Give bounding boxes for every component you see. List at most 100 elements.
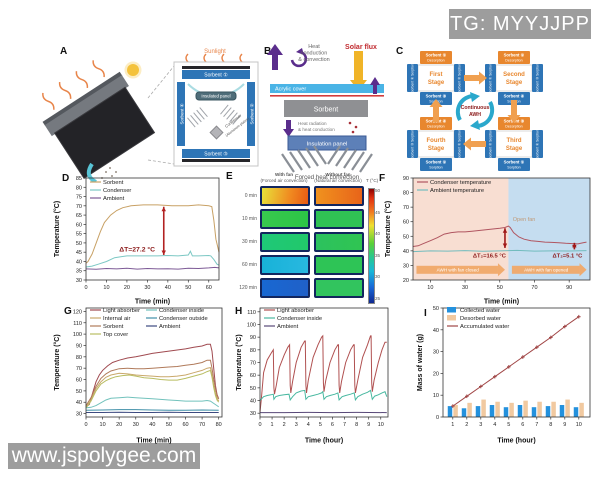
svg-text:50: 50 — [185, 285, 191, 291]
svg-text:70: 70 — [199, 422, 205, 428]
zoom-connector-lines — [147, 65, 175, 165]
svg-text:100: 100 — [247, 322, 256, 328]
series-accumulated-water — [452, 316, 580, 407]
svg-text:Sorbent ④ Sorption: Sorbent ④ Sorption — [536, 129, 540, 159]
svg-text:70: 70 — [76, 204, 82, 210]
svg-text:Stage: Stage — [428, 80, 445, 86]
svg-text:Mass of water (g): Mass of water (g) — [417, 334, 424, 391]
thermal-image-with-fan — [260, 209, 310, 229]
svg-text:Second: Second — [503, 72, 525, 78]
bars-desorbed-water — [453, 399, 584, 417]
svg-text:70: 70 — [531, 285, 537, 291]
svg-text:10: 10 — [433, 393, 439, 399]
background-region — [508, 178, 590, 280]
watermark-website: www.jspolygee.com — [8, 443, 200, 469]
annotation: ΔT=27.2 °C — [119, 245, 155, 253]
svg-text:90: 90 — [566, 285, 572, 291]
svg-text:Condenser temperature: Condenser temperature — [430, 180, 491, 186]
moist-air-arrow-icon — [86, 162, 97, 184]
svg-text:2: 2 — [465, 422, 468, 428]
watermark-telegram: TG: MYYJJPP — [449, 9, 591, 39]
svg-text:50: 50 — [250, 386, 256, 392]
bars-collected-water — [447, 405, 579, 417]
thermal-image-with-fan — [260, 255, 310, 275]
svg-text:60: 60 — [206, 285, 212, 291]
absorber-line — [270, 95, 384, 97]
colorbar-tick: 30 — [375, 274, 381, 279]
heat-down-arrow-icon — [283, 120, 294, 137]
forced-heat-label: Forced heat convection — [295, 174, 360, 181]
svg-text:40: 40 — [76, 259, 82, 265]
series-top-cover — [85, 369, 220, 409]
stage-flow-arrow-icon — [507, 100, 521, 123]
without-fan-header: Without fan(Natural air convection) — [314, 172, 362, 183]
thermal-image-with-fan — [260, 186, 310, 206]
svg-text:Collected water: Collected water — [460, 308, 500, 314]
svg-text:Ambient: Ambient — [277, 324, 299, 330]
svg-text:Internal air: Internal air — [103, 316, 130, 322]
svg-text:Sorption: Sorption — [429, 166, 442, 170]
svg-text:85: 85 — [76, 176, 82, 182]
device-3d — [42, 60, 156, 180]
svg-text:0: 0 — [84, 285, 87, 291]
svg-text:90: 90 — [403, 176, 409, 182]
svg-text:2: 2 — [283, 422, 286, 428]
temperature-colorbar — [368, 188, 375, 304]
plot-frame — [85, 177, 220, 281]
svg-text:65: 65 — [76, 213, 82, 219]
with-fan-header: With fan(Forced air convection) — [260, 172, 308, 183]
svg-text:Ambient: Ambient — [103, 196, 125, 202]
svg-text:ΔT₂=16.5 °C: ΔT₂=16.5 °C — [473, 253, 507, 259]
cross-section-inset: Sorbent ① Sorbent ③ Sorbent ④ Sorbent ② … — [173, 61, 259, 167]
svg-text:Desorbed water: Desorbed water — [460, 316, 501, 322]
panel-a-svg: Sunlight Sorbent ① Sorbent ③ Sorbent ④ S… — [42, 49, 259, 184]
svg-text:10: 10 — [576, 422, 582, 428]
svg-text:100: 100 — [73, 332, 82, 338]
thermal-row-label: 30 min — [241, 239, 257, 245]
svg-text:Sorbent ④ Sorption: Sorbent ④ Sorption — [411, 63, 415, 93]
colorbar-tick: 45 — [375, 209, 381, 215]
plot-frame — [442, 307, 591, 418]
svg-text:40: 40 — [149, 422, 155, 428]
thermal-row: 60 min — [224, 255, 368, 275]
svg-text:Sorbent ②: Sorbent ② — [504, 53, 525, 58]
series-condenser-inside — [85, 396, 219, 409]
svg-text:10: 10 — [427, 285, 433, 291]
svg-text:Ambient: Ambient — [159, 324, 181, 330]
svg-text:AWH: AWH — [469, 112, 481, 118]
panel-a-device-schematic: Sunlight Sorbent ① Sorbent ③ Sorbent ④ S… — [36, 40, 261, 184]
svg-text:60: 60 — [76, 378, 82, 384]
svg-text:Stage: Stage — [506, 146, 523, 152]
svg-text:30: 30 — [462, 285, 468, 291]
annotation — [572, 242, 577, 250]
svg-text:60: 60 — [403, 220, 409, 226]
acrylic-cover-bar — [270, 84, 384, 93]
colorbar-tick: 50 — [375, 188, 381, 193]
plot-frame — [85, 307, 223, 418]
svg-text:8: 8 — [549, 422, 552, 428]
svg-text:6: 6 — [331, 422, 334, 428]
series-sorbent — [85, 204, 220, 264]
convection-curl-head — [296, 48, 304, 55]
panel-d-label: D — [62, 173, 70, 184]
svg-text:Ambient temperature: Ambient temperature — [430, 188, 484, 194]
svg-text:Sorbent ③ Sorption: Sorbent ③ Sorption — [536, 63, 540, 93]
svg-text:Sorbent ② Sorption: Sorbent ② Sorption — [489, 129, 493, 159]
svg-text:0: 0 — [258, 422, 261, 428]
svg-text:60: 60 — [182, 422, 188, 428]
svg-text:Sorbent ② Sorption: Sorbent ② Sorption — [458, 63, 462, 93]
svg-text:4: 4 — [307, 422, 310, 428]
thermal-image-without-fan — [314, 209, 364, 229]
svg-text:55: 55 — [76, 232, 82, 238]
svg-text:AWH with fan closed: AWH with fan closed — [437, 268, 480, 273]
svg-text:35: 35 — [76, 269, 82, 275]
svg-text:1: 1 — [451, 422, 454, 428]
